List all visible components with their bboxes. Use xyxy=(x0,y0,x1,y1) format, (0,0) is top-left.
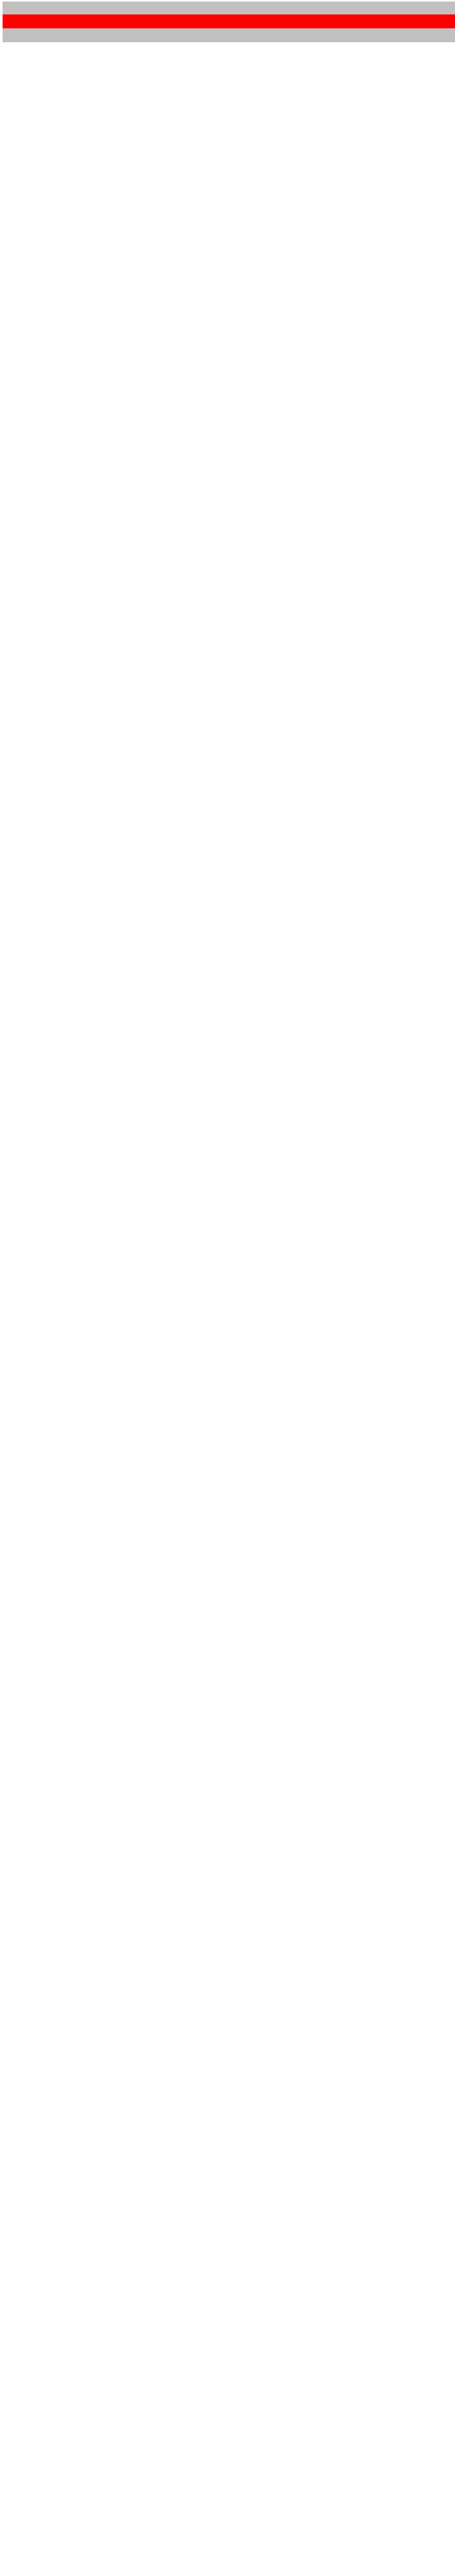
header-band-top xyxy=(3,2,455,14)
brand-bar xyxy=(3,14,455,28)
system-bar xyxy=(3,28,455,42)
